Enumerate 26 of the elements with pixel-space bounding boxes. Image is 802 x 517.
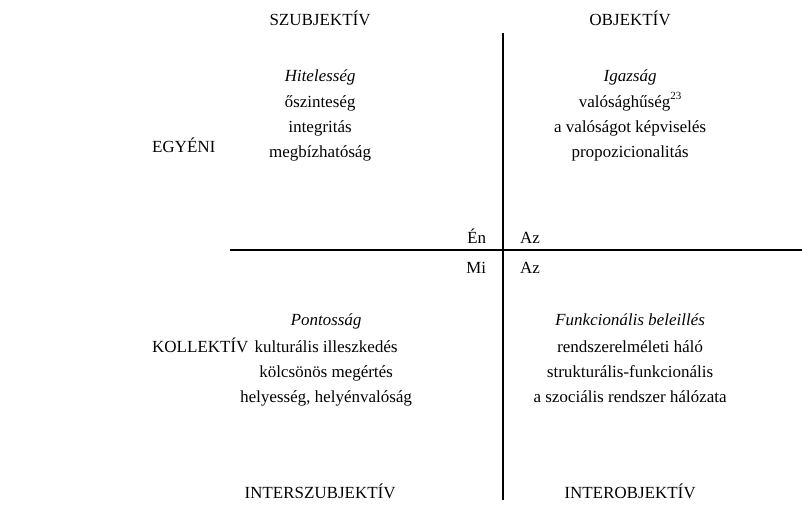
quadrant-heading: Igazság [604,65,656,87]
axis-label: Az [520,257,540,279]
quadrant-item: strukturális-funkcionális [546,361,714,383]
axis-label: Mi [466,257,486,279]
row-heading: KOLLEKTÍV [152,336,248,358]
quadrant-item: kölcsönös megértés [259,361,393,383]
column-heading: INTERSZUBJEKTÍV [244,482,396,504]
quadrant-item: valósághűség$^{23}$ [578,91,682,113]
quadrant-item: megbízhatóság [269,141,371,163]
quadrant-heading: Hitelesség [284,65,356,87]
quadrant-item: helyesség, helyénvalóság [240,386,412,408]
quadrant-item: őszinteség [284,91,356,113]
quadrant-item: rendszerelméleti háló [557,336,703,358]
quadrant-item: a szociális rendszer hálózata [533,386,727,408]
quadrant-item: integritás [288,116,352,138]
column-heading: SZUBJEKTÍV [269,9,371,31]
quadrant-item: propozicionalitás [571,141,689,163]
quadrant-heading: Funkcionális beleillés [555,309,705,331]
quadrant-heading: Pontosság [290,309,362,331]
column-heading: INTEROBJEKTÍV [564,482,696,504]
quadrant-item: kulturális illeszkedés [254,336,398,358]
axis-label: Én [467,227,486,249]
quadrant-item: a valóságot képviselés [554,116,706,138]
row-heading: EGYÉNI [152,136,216,158]
axis-label: Az [520,227,540,249]
column-heading: OBJEKTÍV [589,9,671,31]
